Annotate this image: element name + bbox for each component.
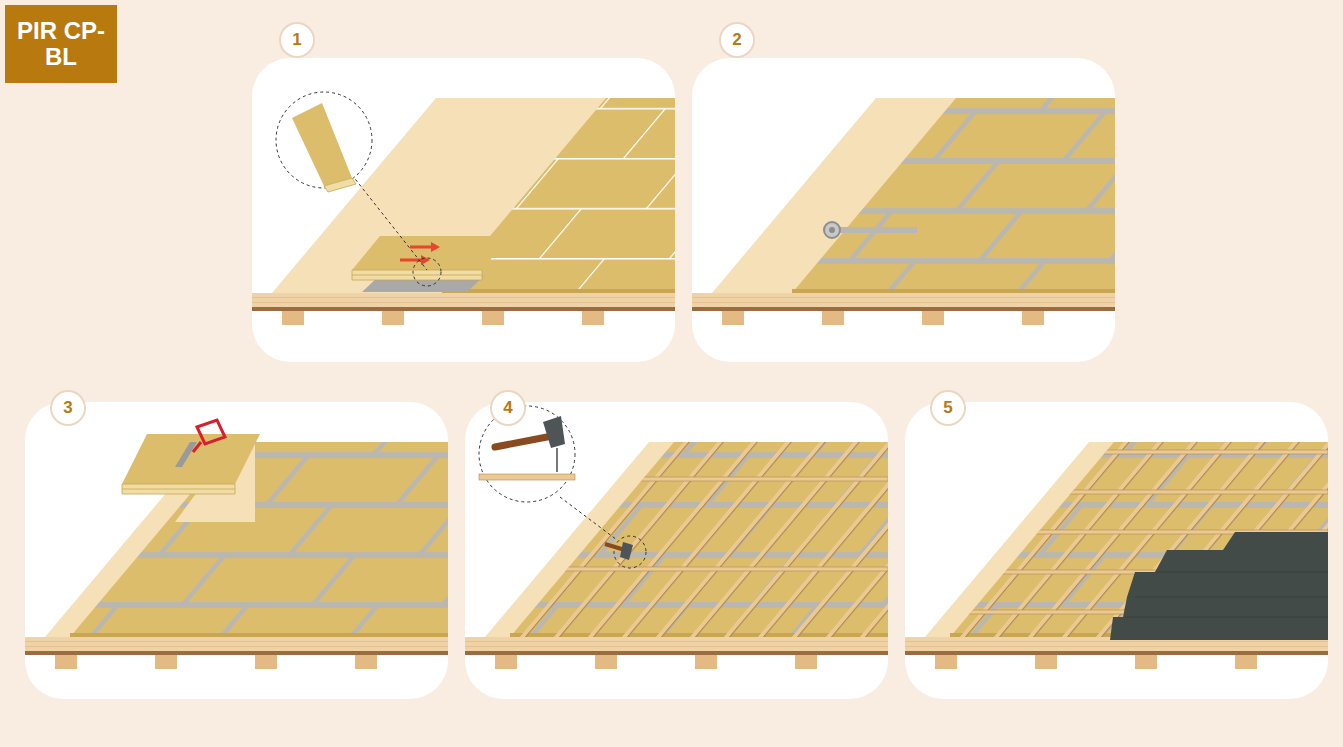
callout-number: 5	[930, 390, 966, 426]
callout-number: 4	[490, 390, 526, 426]
badge-text: PIR CP-BL	[13, 18, 109, 71]
step-number: 5	[943, 398, 952, 418]
callout-number: 3	[50, 390, 86, 426]
callout-number: 2	[719, 22, 755, 58]
product-badge: PIR CP-BL	[5, 5, 117, 83]
step-number: 2	[732, 30, 741, 50]
callout-number: 1	[279, 22, 315, 58]
step-number: 4	[503, 398, 512, 418]
step-number: 1	[292, 30, 301, 50]
step-number: 3	[63, 398, 72, 418]
